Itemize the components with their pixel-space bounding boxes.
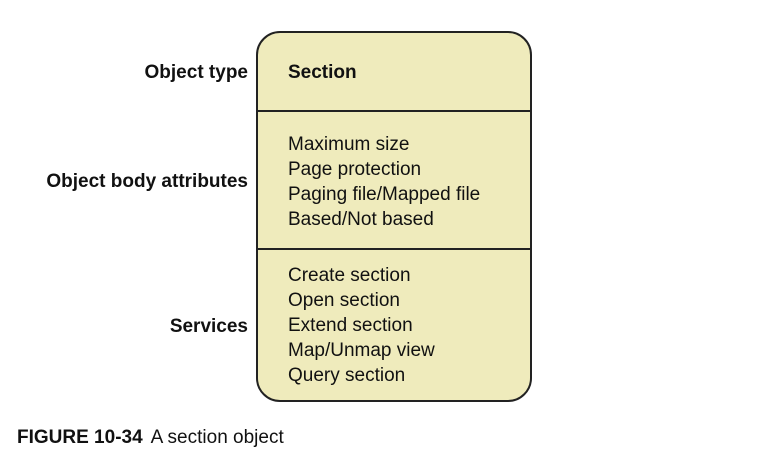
- attributes-list: Maximum size Page protection Paging file…: [288, 132, 480, 232]
- attributes-divider: [258, 248, 530, 250]
- services-label: Services: [169, 316, 248, 337]
- service-item: Map/Unmap view: [288, 340, 435, 361]
- attribute-item: Page protection: [288, 159, 422, 180]
- type-divider: [258, 110, 530, 112]
- figure-caption-text: A section object: [150, 427, 284, 448]
- service-item: Open section: [288, 290, 400, 311]
- service-item: Extend section: [288, 315, 413, 336]
- services-list: Create section Open section Extend secti…: [288, 263, 435, 388]
- object-body-attributes-label: Object body attributes: [46, 171, 248, 192]
- section-object-box: Section Maximum size Page protection Pag…: [256, 31, 532, 402]
- service-item: Query section: [288, 365, 406, 386]
- figure-caption: FIGURE 10-34 A section object: [17, 426, 284, 450]
- object-type-name: Section: [288, 62, 357, 83]
- attribute-item: Maximum size: [288, 134, 410, 155]
- attribute-item: Based/Not based: [288, 209, 434, 230]
- attribute-item: Paging file/Mapped file: [288, 184, 481, 205]
- object-type-label: Object type: [144, 62, 248, 83]
- service-item: Create section: [288, 265, 411, 286]
- figure-number: FIGURE 10-34: [17, 427, 143, 448]
